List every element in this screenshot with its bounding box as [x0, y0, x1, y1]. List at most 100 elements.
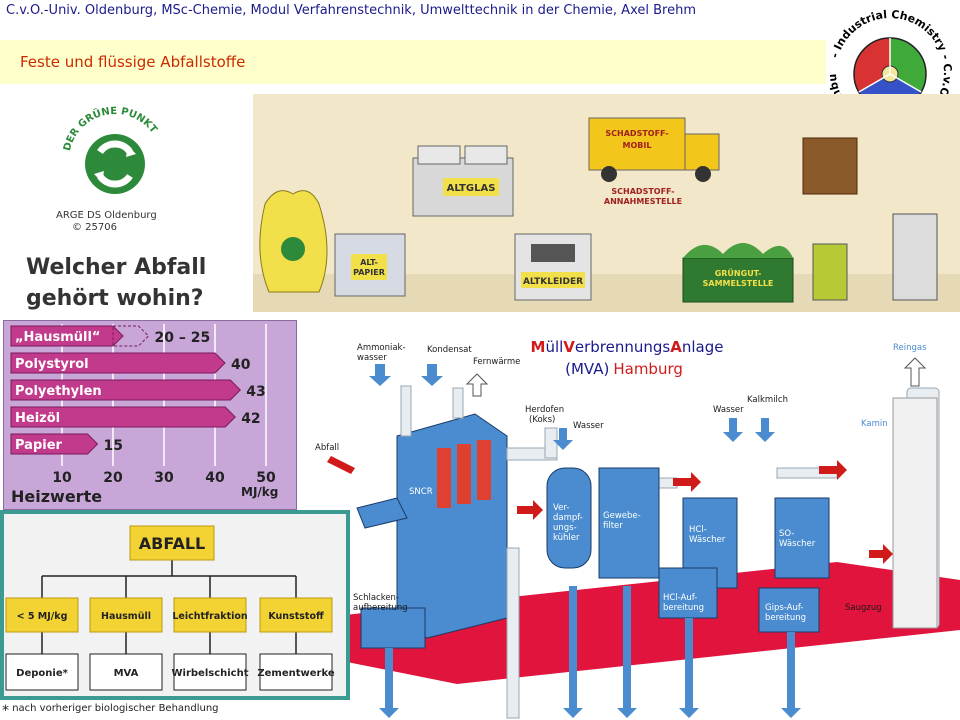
- gruener-punkt-number: © 25706: [72, 222, 117, 233]
- heizwerte-tick-label: 10: [52, 470, 72, 486]
- gips-aufbereitung-icon: [758, 587, 820, 633]
- subtitle-bar: [0, 40, 826, 84]
- mva-white-arrows: [465, 357, 927, 397]
- altkleider-label: ALTKLEIDER: [523, 277, 583, 287]
- svg-text:Kalkmilch: Kalkmilch: [747, 395, 788, 405]
- svg-text:wasser: wasser: [357, 353, 387, 363]
- yellow-bag-icon: [259, 190, 328, 293]
- mva-labels: Ammoniak- wasser Kondensat Fernwärme Abf…: [315, 343, 927, 623]
- heizwerte-bar-label: „Hausmüll“: [15, 330, 100, 345]
- mva-output-arrows: [379, 586, 801, 718]
- heizwerte-bar-label: Heizöl: [15, 411, 60, 426]
- slide-subtitle: Feste und flüssige Abfallstoffe: [20, 53, 246, 71]
- svg-text:kühler: kühler: [553, 533, 580, 543]
- svg-text:HCl-Auf-: HCl-Auf-: [663, 593, 697, 603]
- abfall-category-box: [89, 597, 163, 633]
- svg-text:SNCR: SNCR: [409, 487, 433, 497]
- svg-text:Gips-Auf-: Gips-Auf-: [765, 603, 803, 613]
- abfall-category-label: Leichtfraktion: [172, 611, 248, 622]
- svg-text:Saugzug: Saugzug: [845, 603, 882, 613]
- heizwerte-tick-label: 30: [154, 470, 174, 486]
- svg-text:Gewebe-: Gewebe-: [603, 511, 641, 521]
- question-line-2: gehört wohin?: [26, 286, 204, 311]
- abfall-category-label: Kunststoff: [268, 611, 324, 622]
- kamin-icon: [892, 397, 938, 629]
- altglas-label: ALTGLAS: [447, 183, 496, 194]
- svg-text:Wäscher: Wäscher: [689, 535, 726, 545]
- heizwerte-bar-range: [112, 325, 150, 347]
- footnote: * nach vorheriger biologischer Behandlun…: [2, 703, 219, 719]
- heizwerte-bar: [10, 325, 124, 347]
- gewebefilter-icon: [598, 467, 660, 579]
- heizwerte-tick-label: 50: [256, 470, 276, 486]
- gruener-punkt-org: ARGE DS Oldenburg: [56, 210, 157, 221]
- altpapier-container-icon: ALT- PAPIER: [334, 233, 406, 297]
- gruengut-label-1: GRÜNGUT-: [715, 268, 762, 278]
- abfall-destination-label: Wirbelschicht: [171, 668, 248, 679]
- svg-text:Abfall: Abfall: [315, 443, 339, 453]
- heizwerte-value-label: 40: [231, 357, 251, 373]
- verdampfungskuehler-icon: [546, 467, 592, 569]
- heizwerte-value-label: 15: [104, 438, 123, 454]
- annahme-label-1: SCHADSTOFF-: [611, 187, 674, 196]
- svg-text:Schlacken-: Schlacken-: [353, 593, 399, 603]
- abfall-root-box: [129, 525, 215, 561]
- abfall-destination-box: [5, 653, 79, 691]
- footnote-text: nach vorheriger biologischer Behandlung: [12, 703, 219, 714]
- abfall-destination-box: [259, 653, 333, 691]
- mva-title: MüllVerbrennungsAnlage: [531, 338, 724, 356]
- schlacken-aufbereitung-icon: [360, 607, 426, 649]
- heizwerte-bar-label: Papier: [15, 438, 63, 453]
- so2-waescher-icon: [774, 497, 830, 579]
- svg-text:ungs-: ungs-: [553, 523, 577, 533]
- svg-text:Ammoniak-: Ammoniak-: [357, 343, 406, 353]
- abfall-category-label: < 5 MJ/kg: [17, 611, 68, 622]
- heizwerte-bar: [10, 352, 226, 374]
- schadstoffmobil-truck-icon: SCHADSTOFF- MOBIL: [588, 117, 720, 182]
- footnote-star: *: [2, 703, 9, 719]
- svg-text:dampf-: dampf-: [553, 513, 583, 523]
- svg-text:Fernwärme: Fernwärme: [473, 357, 520, 367]
- altpapier-label-1: ALT-: [360, 258, 378, 267]
- schadstoffmobil-label-1: SCHADSTOFF-: [605, 129, 668, 138]
- green-bin-icon: [812, 243, 848, 301]
- svg-text:SO-: SO-: [779, 529, 794, 539]
- heizwerte-bar: [10, 379, 242, 401]
- abfall-destination-label: Zementwerke: [257, 668, 334, 679]
- heizwerte-title: Heizwerte: [11, 487, 102, 506]
- svg-text:Kamin: Kamin: [861, 419, 888, 429]
- heizwerte-bar: [10, 433, 99, 455]
- gruengut-container-icon: GRÜNGUT- SAMMELSTELLE: [682, 243, 794, 303]
- abfall-root-label: ABFALL: [139, 534, 205, 553]
- abfall-destination-label: Deponie*: [16, 668, 68, 679]
- svg-text:aufbereitung: aufbereitung: [353, 603, 408, 613]
- gruengut-label-2: SAMMELSTELLE: [703, 279, 774, 288]
- heizwerte-unit: MJ/kg: [241, 485, 278, 499]
- mva-input-arrows: [369, 364, 775, 450]
- svg-text:Kondensat: Kondensat: [427, 345, 472, 355]
- abfall-category-label: Hausmüll: [101, 611, 151, 622]
- svg-text:Wäscher: Wäscher: [779, 539, 816, 549]
- grey-bin-icon: [892, 213, 938, 301]
- abfall-tree-lines: [41, 560, 297, 654]
- altkleider-container-icon: ALTKLEIDER: [514, 233, 592, 301]
- course-header: C.v.O.-Univ. Oldenburg, MSc-Chemie, Modu…: [6, 3, 696, 18]
- mva-flow-arrows: [327, 456, 893, 564]
- abfall-destination-box: [89, 653, 163, 691]
- mva-subtitle: (MVA)Hamburg: [565, 360, 683, 378]
- svg-text:bereitung: bereitung: [765, 613, 806, 623]
- heizwerte-tick-label: 40: [205, 470, 225, 486]
- heizwerte-value-label: 43: [246, 384, 265, 400]
- svg-text:Ver-: Ver-: [553, 503, 569, 513]
- abfall-category-box: [259, 597, 333, 633]
- annahme-label-2: ANNAHMESTELLE: [604, 197, 682, 206]
- svg-text:filter: filter: [603, 521, 623, 531]
- abfall-destination-label: MVA: [114, 668, 139, 679]
- svg-text:Herdofen: Herdofen: [525, 405, 564, 415]
- svg-text:(Koks): (Koks): [529, 415, 555, 425]
- waste-bins-illustration: ALTGLAS ALT- PAPIER ALTKLEIDER SCHADSTOF…: [253, 94, 960, 312]
